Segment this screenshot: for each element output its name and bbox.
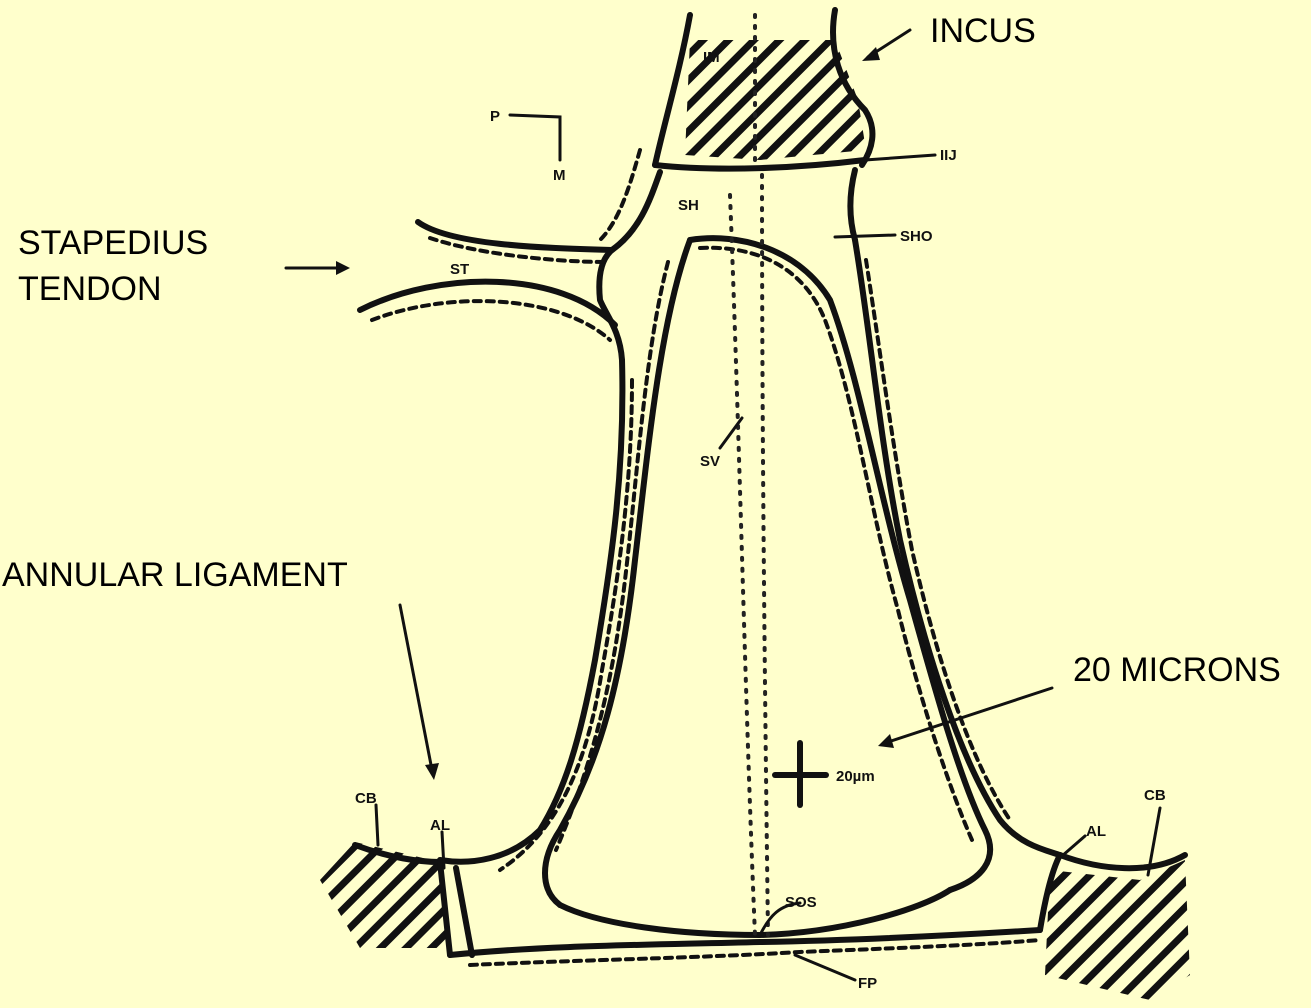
label-im: IM [703,49,720,66]
stapes-head-right [850,170,855,240]
label-sh: SH [678,197,699,214]
anterior-crus-outer [440,360,622,862]
stapedius-label-line1: STAPEDIUS [18,220,208,266]
incus-outline-left [655,15,690,165]
annular-ligament-arrow [400,605,439,780]
label-cb-right: CB [1144,787,1166,804]
ij-leader [865,155,935,160]
label-scale: 20µm [836,768,875,785]
right-bone-line [1060,855,1185,868]
posterior-crus-outer-dash [866,260,1010,820]
label-m: M [553,167,566,184]
label-al-left: AL [430,817,450,834]
stapedius-arrow [286,261,350,275]
posterior-crus-inner [690,238,990,890]
al-right-leader [1062,836,1085,856]
label-al-right: AL [1086,823,1106,840]
label-p: P [490,108,500,125]
stapedius-label-line2: TENDON [18,266,162,312]
center-axis-left [730,195,755,935]
right-bone-hatch [1045,860,1190,1000]
incus-label: INCUS [930,8,1036,54]
stapedius-tendon-lower-dash [372,301,610,340]
incus-base-line [655,160,865,169]
stapes-head-outline [599,172,660,360]
label-cb-left: CB [355,790,377,807]
incus-arrow [862,30,910,61]
fp-leader [795,955,855,980]
left-ligament-b [456,868,472,955]
microns-label: 20 MICRONS [1073,647,1281,693]
sv-leader [720,418,742,448]
center-axis-right [762,175,768,935]
stapedius-tendon-upper [418,222,612,250]
label-sho: SHO [900,228,933,245]
left-bone-hatch [320,842,448,948]
annular-ligament-label: ANNULAR LIGAMENT [2,552,348,598]
label-st: ST [450,261,469,278]
label-sv: SV [700,453,720,470]
cb-left-leader [376,805,378,845]
posterior-crus-inner-dash [700,248,972,840]
sho-leader [835,235,895,237]
label-ij: IIJ [940,147,957,164]
al-left-leader [442,832,444,868]
label-fp: FP [858,975,877,992]
anterior-crus-outer-dash [500,380,632,870]
microns-arrow [878,688,1052,748]
label-sos: SOS [785,894,817,911]
p-leader [510,115,560,160]
